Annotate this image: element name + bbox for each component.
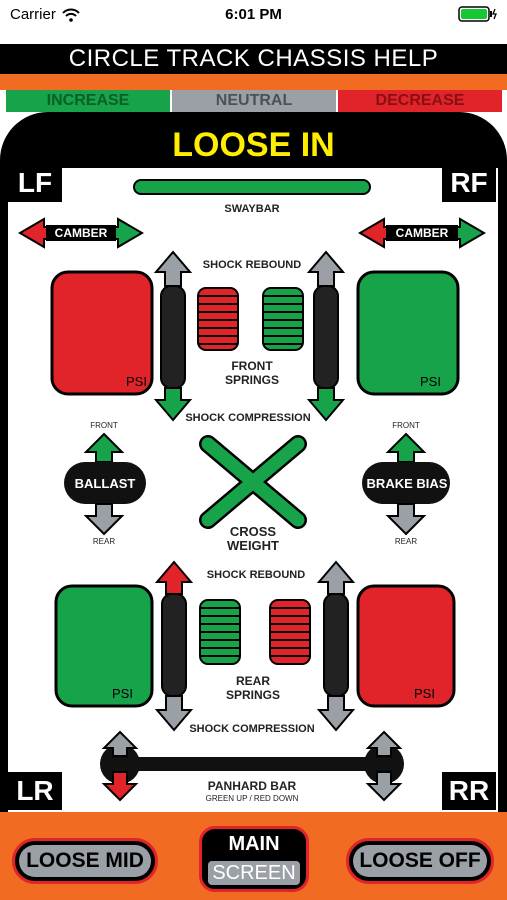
corner-lf: LF: [8, 164, 62, 202]
ballast-rear-label: REAR: [93, 537, 115, 546]
rear-spring-right[interactable]: [269, 599, 311, 665]
main-screen-label-top: MAIN: [228, 833, 280, 855]
front-shock-compression-label: SHOCK COMPRESSION: [185, 412, 310, 424]
corner-rf: RF: [442, 164, 496, 202]
psi-lf: PSI: [126, 374, 147, 389]
rear-shock-rebound-label: SHOCK REBOUND: [207, 569, 305, 581]
ballast-control[interactable]: FRONT BALLAST REAR: [64, 421, 146, 546]
front-springs-label-1: FRONT: [231, 359, 273, 373]
rear-springs-label-1: REAR: [236, 674, 270, 688]
psi-rr: PSI: [414, 686, 435, 701]
brake-bias-label: BRAKE BIAS: [367, 476, 448, 491]
headline: LOOSE IN: [172, 126, 335, 164]
loose-mid-label: LOOSE MID: [19, 845, 151, 877]
panhard-sub-label: GREEN UP / RED DOWN: [206, 794, 299, 803]
psi-lr: PSI: [112, 686, 133, 701]
front-spring-right[interactable]: [262, 287, 304, 351]
brake-front-label: FRONT: [392, 421, 420, 430]
panhard-bar-label: PANHARD BAR: [208, 779, 297, 793]
main-screen-label-bottom: SCREEN: [208, 861, 300, 885]
front-shock-rebound-label: SHOCK REBOUND: [203, 259, 301, 271]
camber-right-label: CAMBER: [396, 226, 449, 240]
carrier-label: Carrier: [10, 6, 56, 23]
ballast-front-label: FRONT: [90, 421, 118, 430]
camber-right-arrow[interactable]: CAMBER: [358, 217, 486, 249]
shock-rr[interactable]: [316, 560, 356, 732]
shock-lf[interactable]: [153, 250, 193, 422]
brake-bias-control[interactable]: FRONT BRAKE BIAS REAR: [362, 421, 450, 546]
legend-neutral: NEUTRAL: [172, 90, 336, 112]
cross-weight-label-2: WEIGHT: [227, 538, 279, 553]
app-title: CIRCLE TRACK CHASSIS HELP: [0, 44, 507, 74]
main-screen-button[interactable]: MAIN SCREEN: [199, 826, 309, 892]
battery-icon: [458, 6, 497, 22]
shock-rf[interactable]: [306, 250, 346, 422]
legend-increase: INCREASE: [6, 90, 170, 112]
corner-lr: LR: [8, 772, 62, 810]
tire-lr[interactable]: PSI: [54, 584, 154, 708]
swaybar-bar[interactable]: [133, 179, 371, 195]
ballast-label: BALLAST: [75, 476, 136, 491]
right-frame: [498, 168, 507, 812]
orange-band: [0, 74, 507, 90]
cross-weight-control[interactable]: [199, 435, 307, 529]
panhard-bar-control[interactable]: [100, 730, 404, 802]
rear-shock-compression-label: SHOCK COMPRESSION: [189, 723, 314, 735]
loose-mid-button[interactable]: LOOSE MID: [12, 838, 158, 884]
psi-rf: PSI: [420, 374, 441, 389]
swaybar-label: SWAYBAR: [224, 203, 279, 215]
camber-left-label: CAMBER: [55, 226, 108, 240]
legend-decrease: DECREASE: [338, 90, 502, 112]
status-bar: Carrier 6:01 PM: [0, 0, 507, 44]
tire-rf[interactable]: PSI: [356, 270, 460, 396]
clock: 6:01 PM: [225, 6, 282, 23]
loose-off-label: LOOSE OFF: [353, 845, 487, 877]
shock-lr[interactable]: [154, 560, 194, 732]
tire-lf[interactable]: PSI: [50, 270, 154, 396]
tire-rr[interactable]: PSI: [356, 584, 456, 708]
camber-left-arrow[interactable]: CAMBER: [18, 217, 144, 249]
left-frame: [0, 168, 8, 812]
corner-rr: RR: [442, 772, 496, 810]
brake-rear-label: REAR: [395, 537, 417, 546]
front-spring-left[interactable]: [197, 287, 239, 351]
front-springs-label-2: SPRINGS: [225, 373, 279, 387]
rear-spring-left[interactable]: [199, 599, 241, 665]
cross-weight-label-1: CROSS: [230, 524, 277, 539]
wifi-icon: [62, 8, 80, 22]
rear-springs-label-2: SPRINGS: [226, 688, 280, 702]
loose-off-button[interactable]: LOOSE OFF: [346, 838, 494, 884]
